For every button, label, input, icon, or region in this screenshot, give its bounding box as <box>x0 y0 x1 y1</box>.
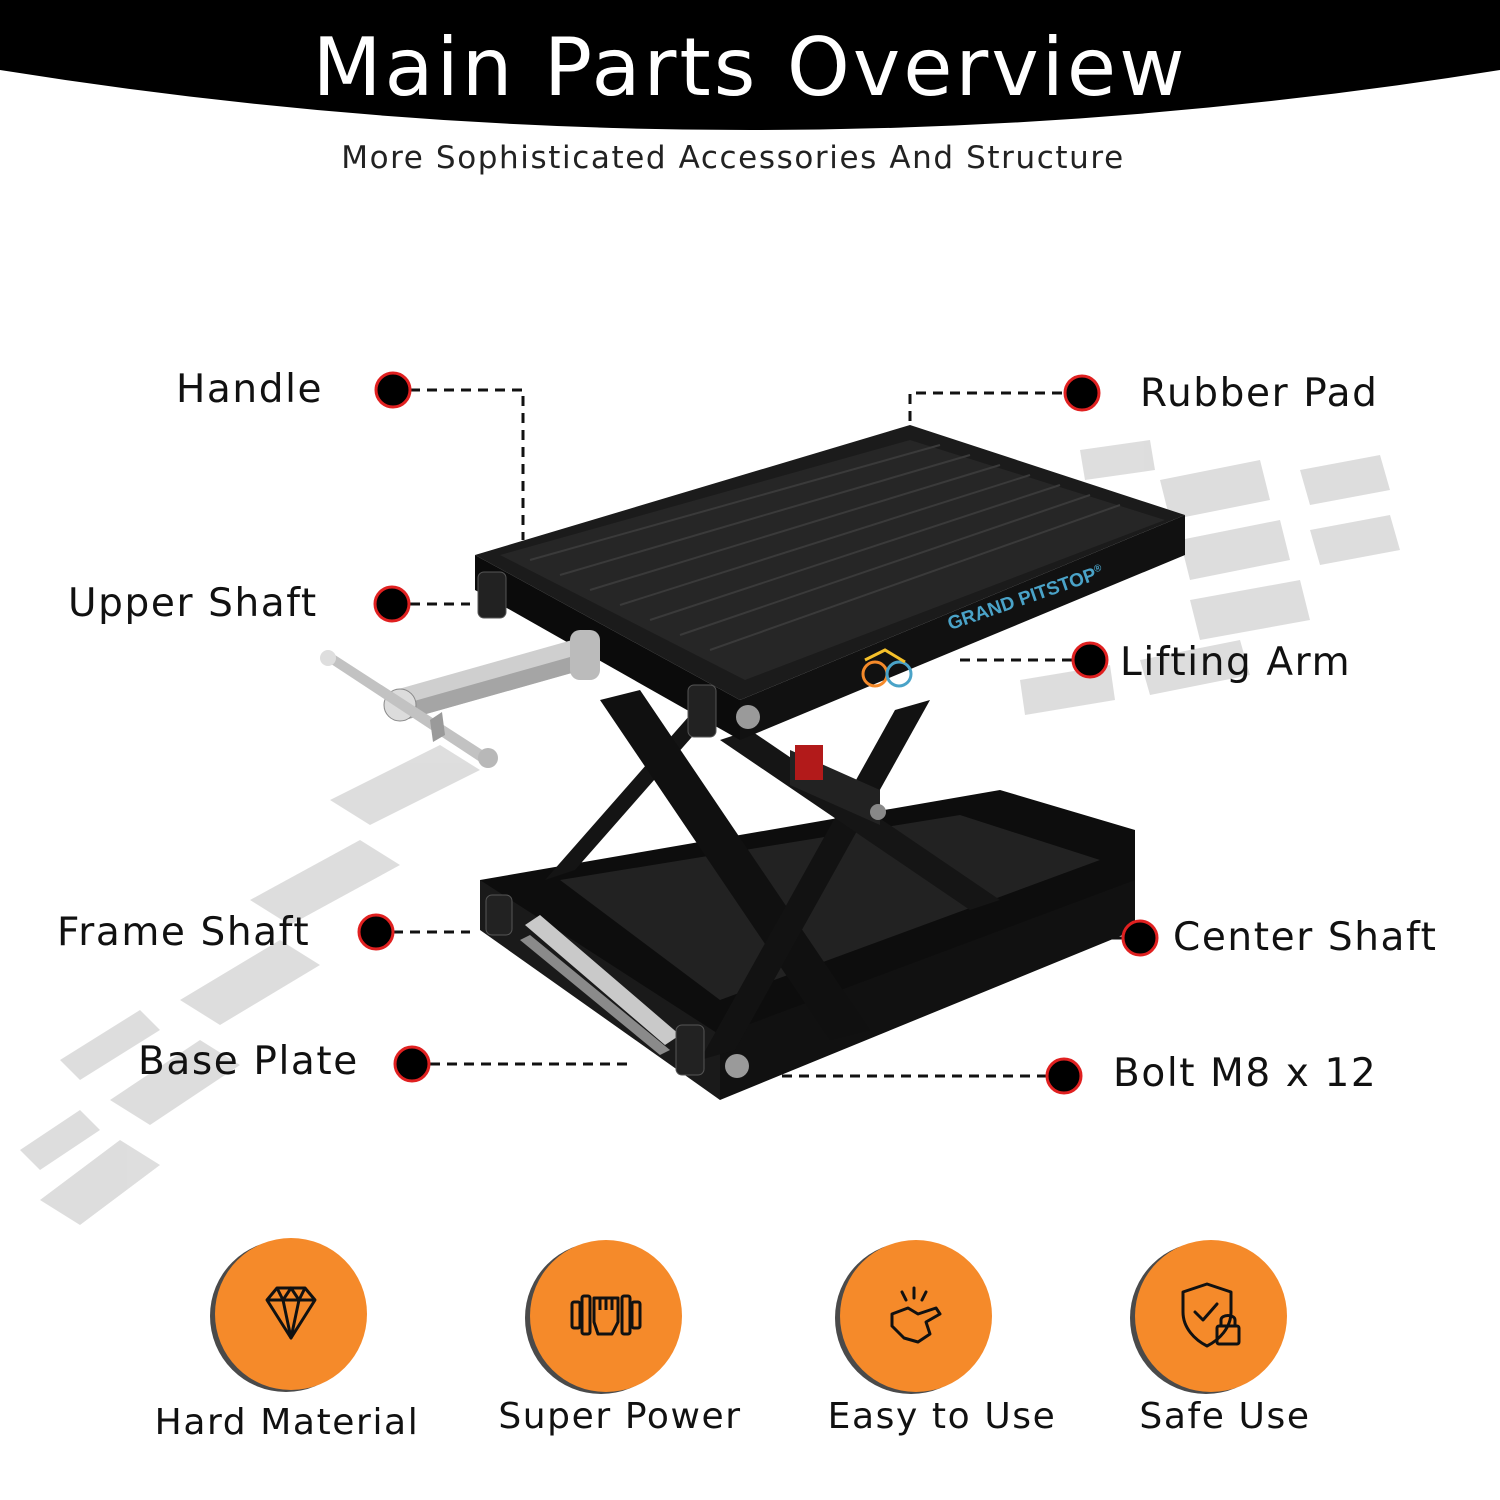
handle-dot <box>374 371 412 409</box>
bolt-dot <box>1045 1057 1083 1095</box>
feature-label-safe-use: Safe Use <box>1139 1396 1311 1437</box>
feature-super-power: Super Power <box>470 1230 770 1460</box>
feature-label-super-power: Super Power <box>498 1396 742 1437</box>
feature-disc <box>840 1240 992 1392</box>
base-plate-dot <box>393 1045 431 1083</box>
feature-label-easy-to-use: Easy to Use <box>827 1396 1057 1437</box>
label-handle: Handle <box>176 367 324 412</box>
label-rubber-pad: Rubber Pad <box>1140 371 1379 416</box>
diamond-icon <box>265 1286 317 1340</box>
feature-disc <box>215 1238 367 1390</box>
feature-disc <box>1135 1240 1287 1392</box>
label-lifting-arm: Lifting Arm <box>1120 640 1352 685</box>
page-subtitle: More Sophisticated Accessories And Struc… <box>341 140 1125 176</box>
label-upper-shaft: Upper Shaft <box>68 581 318 626</box>
frame-shaft-dot <box>357 913 395 951</box>
label-base-plate: Base Plate <box>138 1039 359 1084</box>
header-banner <box>0 0 1500 130</box>
shield-lock-icon <box>1181 1282 1241 1348</box>
label-bolt: Bolt M8 x 12 <box>1113 1051 1378 1096</box>
feature-safe-use: Safe Use <box>1075 1230 1375 1460</box>
page-title: Main Parts Overview <box>312 21 1188 114</box>
feature-hard-material: Hard Material <box>137 1230 437 1460</box>
label-center-shaft: Center Shaft <box>1173 915 1438 960</box>
label-frame-shaft: Frame Shaft <box>57 910 311 955</box>
handle-leader-line <box>410 388 525 540</box>
feature-disc <box>530 1240 682 1392</box>
lifting-arm-dot <box>1071 641 1109 679</box>
feature-easy-to-use: Easy to Use <box>792 1230 1092 1460</box>
dumbbell-fist-icon <box>570 1294 642 1336</box>
upper-shaft-dot <box>373 585 411 623</box>
hand-gesture-icon <box>890 1286 942 1344</box>
feature-label-hard-material: Hard Material <box>154 1402 420 1443</box>
center-shaft-dot <box>1121 919 1159 957</box>
rubber-pad-leader-line <box>908 391 1062 425</box>
rubber-pad-dot <box>1063 374 1101 412</box>
brand-logo <box>855 640 915 690</box>
